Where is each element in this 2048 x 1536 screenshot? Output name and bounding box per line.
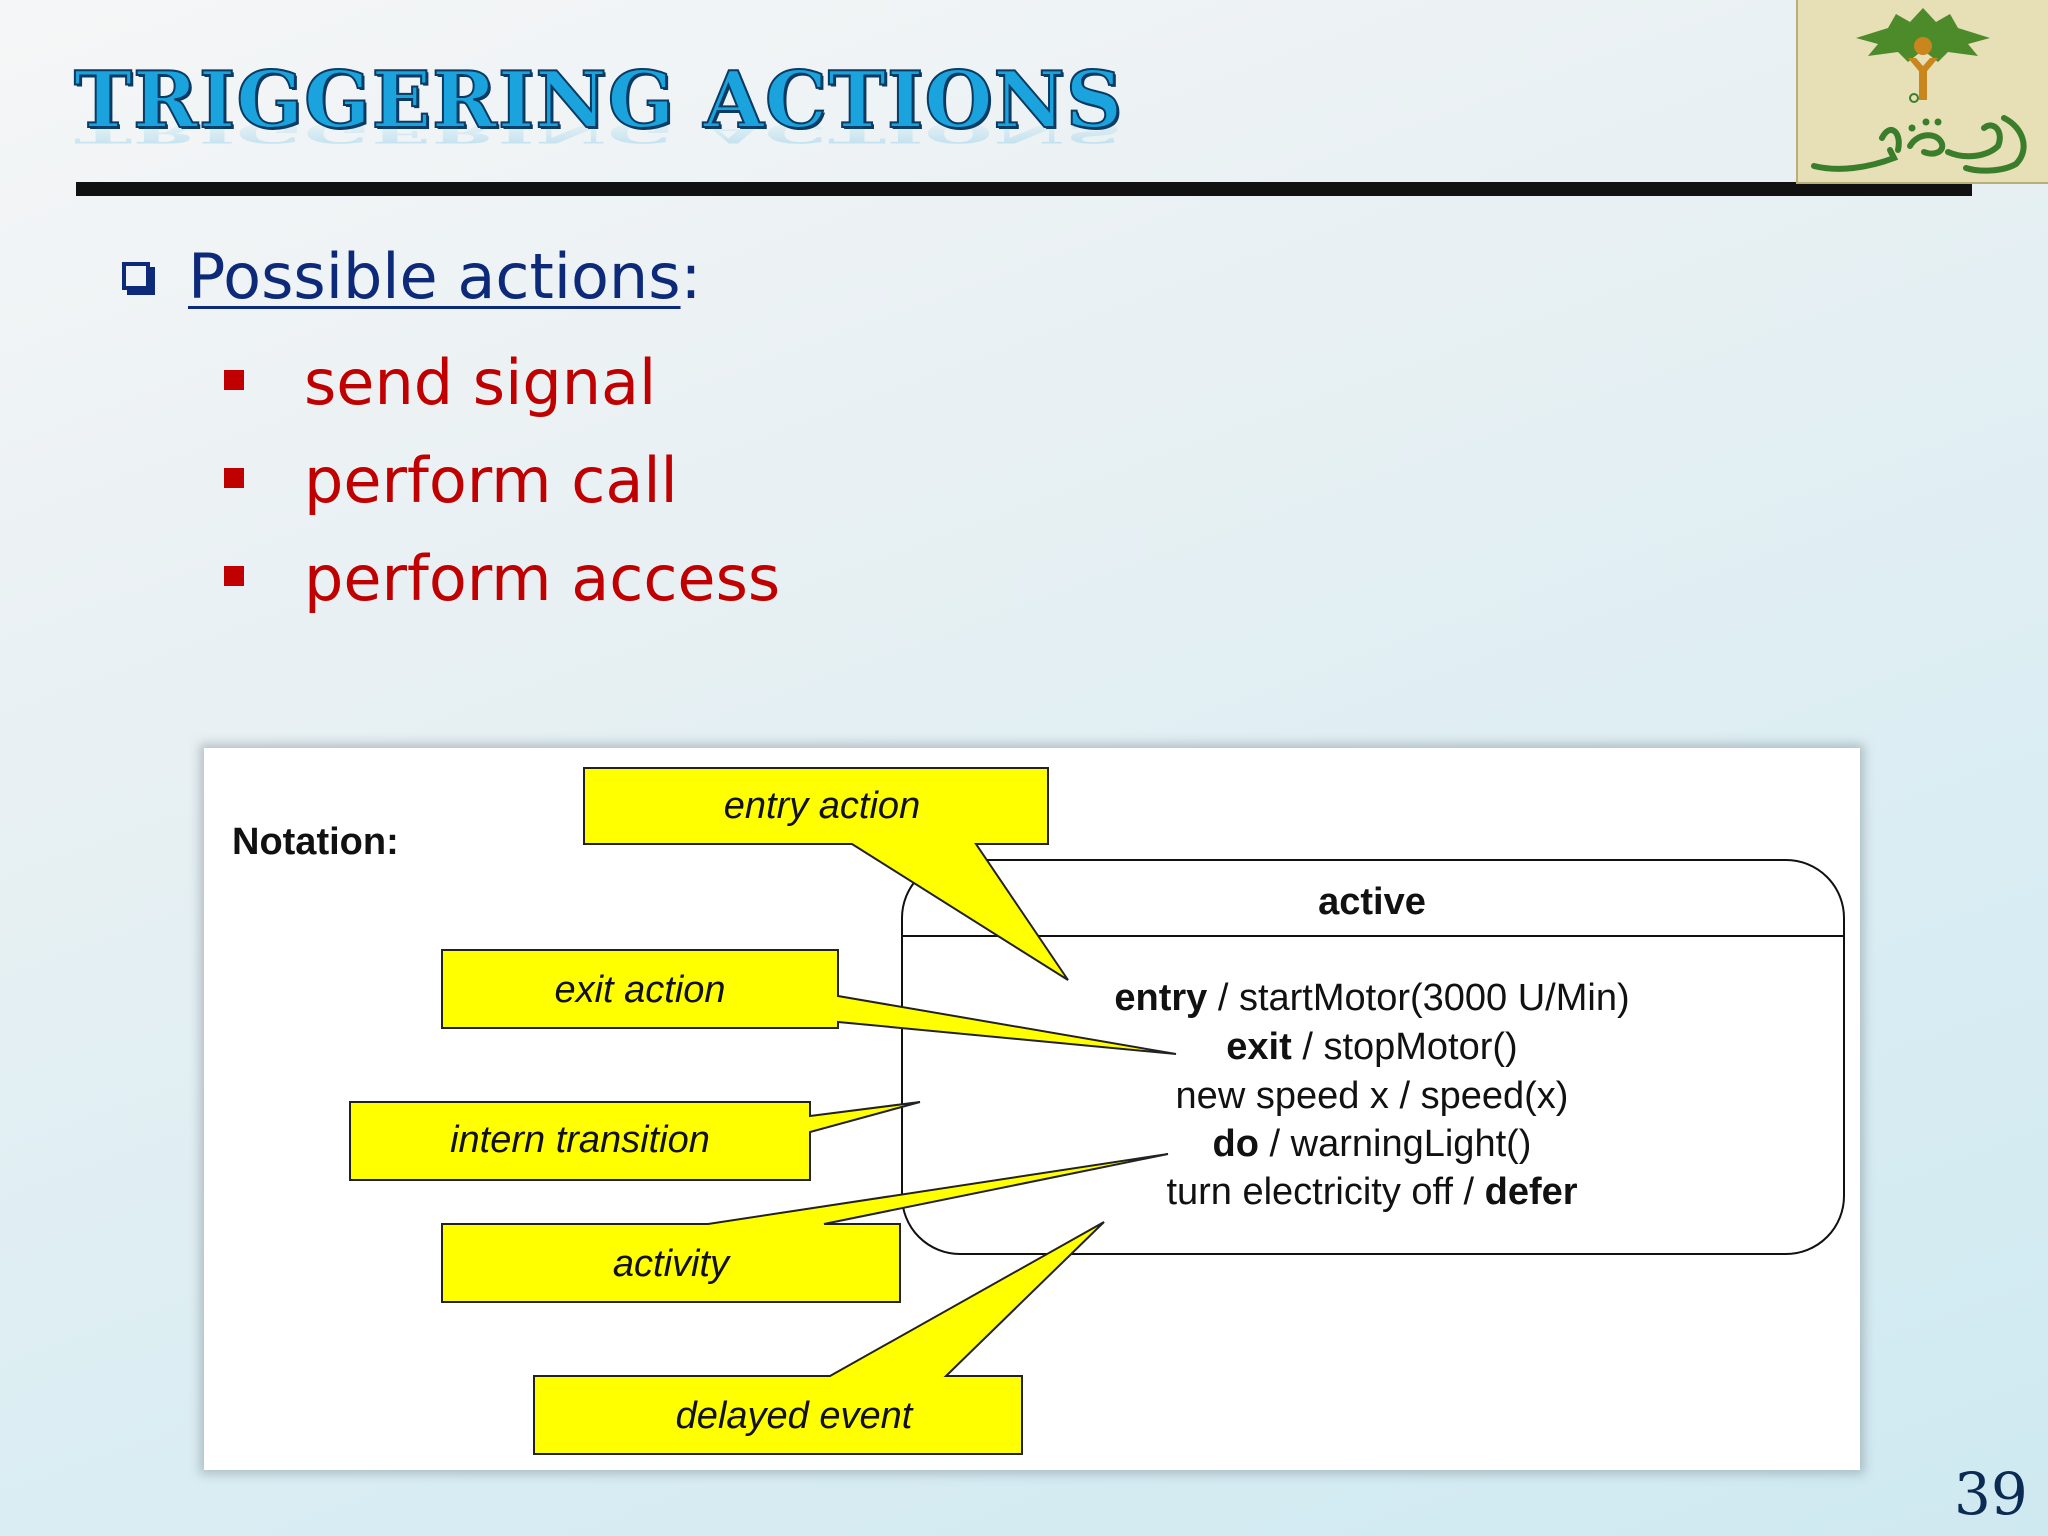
- callout-intern-transition: [349, 1101, 921, 1181]
- callout-label: intern transition: [450, 1119, 710, 1161]
- filled-square-bullet-icon: [224, 468, 244, 488]
- list-item-label: perform call: [304, 444, 678, 517]
- notation-label: Notation:: [232, 821, 399, 863]
- state-line-entry: entry / startMotor(3000 U/Min): [1114, 977, 1629, 1019]
- title-divider: [76, 182, 1972, 196]
- state-line-do: do / warningLight(): [1213, 1123, 1532, 1165]
- callout-label: activity: [613, 1243, 731, 1285]
- state-line-intern: new speed x / speed(x): [1176, 1075, 1569, 1117]
- logo: [1796, 0, 2048, 184]
- list-item-label: send signal: [304, 346, 657, 419]
- state-name: active: [1318, 881, 1426, 923]
- page-number: 39: [1954, 1460, 2028, 1528]
- filled-square-bullet-icon: [224, 566, 244, 586]
- list-item: perform call: [224, 450, 678, 512]
- list-item: perform access: [224, 548, 780, 610]
- heading-colon: :: [680, 240, 702, 313]
- state-line-defer: turn electricity off / defer: [1166, 1171, 1577, 1213]
- bullet-heading: Possible actions:: [122, 246, 701, 308]
- tree-person-logo-icon: [1811, 8, 2027, 174]
- slide-title: TRIGGERING ACTIONS: [73, 55, 1124, 146]
- callout-entry-action: [583, 767, 1069, 981]
- callout-exit-action: [441, 949, 1177, 1055]
- filled-square-bullet-icon: [224, 370, 244, 390]
- callout-delayed-event: [533, 1221, 1105, 1455]
- possible-actions-link[interactable]: Possible actions: [188, 240, 681, 313]
- callout-label: exit action: [554, 969, 725, 1011]
- state-box: [901, 859, 1845, 1255]
- square-bullet-icon: [122, 262, 150, 290]
- callout-label: entry action: [724, 785, 920, 827]
- state-line-exit: exit / stopMotor(): [1226, 1026, 1517, 1068]
- notation-figure: Notation: active entry / startMotor(3000…: [204, 748, 1860, 1470]
- callout-activity: [441, 1153, 1169, 1303]
- list-item: send signal: [224, 352, 656, 414]
- callout-label: delayed event: [676, 1395, 914, 1437]
- list-item-label: perform access: [304, 542, 781, 615]
- state-diagram: Notation: active entry / startMotor(3000…: [232, 767, 1845, 1455]
- slide-title-reflection: TRIGGERING ACTIONS: [74, 116, 1124, 149]
